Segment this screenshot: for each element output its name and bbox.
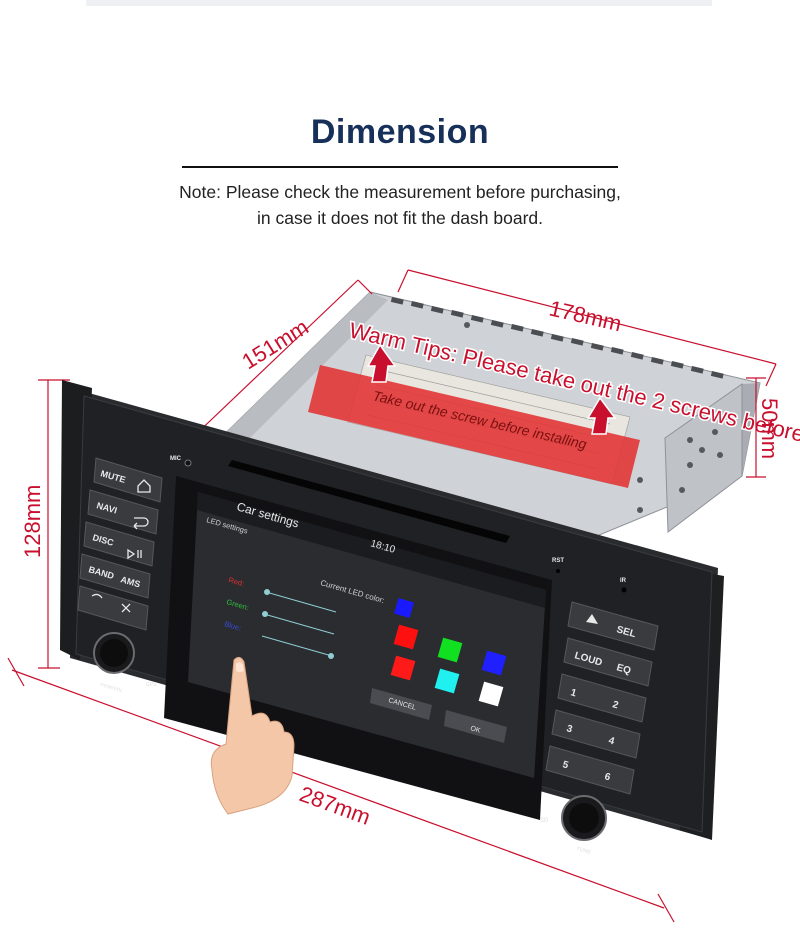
pow-label: POW/VOL xyxy=(99,682,123,694)
preset-3-label: 3 xyxy=(565,723,574,735)
ok-button[interactable] xyxy=(444,710,507,743)
ok-label: OK xyxy=(469,725,481,735)
tip-ribbon xyxy=(308,365,640,488)
dimension-depth: 178mm xyxy=(547,296,624,337)
top-bar xyxy=(86,0,712,6)
ir-label: IR xyxy=(620,578,627,584)
eq-label: EQ xyxy=(615,662,632,677)
preset-3-4-button[interactable] xyxy=(551,709,641,759)
back-icon xyxy=(133,517,149,530)
sd-label: SD xyxy=(540,818,549,824)
dimension-height-chassis: 50mm xyxy=(757,398,782,459)
phone-button[interactable] xyxy=(77,585,149,631)
preset-2-label: 2 xyxy=(611,699,620,711)
disc-button[interactable] xyxy=(83,521,155,567)
play-pause-icon xyxy=(127,548,142,560)
color-swatch-5[interactable] xyxy=(434,668,460,694)
page-title: Dimension xyxy=(310,113,490,151)
color-swatch-3[interactable] xyxy=(481,650,507,676)
color-swatch-2[interactable] xyxy=(437,637,463,663)
mic-icon xyxy=(184,459,192,467)
slider-label-red: Red: xyxy=(227,575,245,588)
slider-blue[interactable] xyxy=(261,635,333,657)
current-color-swatch xyxy=(394,598,414,618)
note-line-2: in case it does not fit the dash board. xyxy=(256,208,543,228)
slider-thumb-red[interactable] xyxy=(264,589,270,595)
dimension-lines xyxy=(7,269,777,923)
slider-thumb-blue[interactable] xyxy=(328,653,334,659)
loud-eq-button[interactable] xyxy=(563,637,653,687)
tune-label: TUNE xyxy=(575,846,591,856)
note-line-1: Note: Please check the measurement befor… xyxy=(179,182,621,202)
color-swatch-1[interactable] xyxy=(393,624,419,650)
preset-5-6-button[interactable] xyxy=(545,745,635,795)
right-button-column xyxy=(545,601,659,795)
mute-button[interactable] xyxy=(93,457,163,503)
gps-label: GPS xyxy=(146,682,157,688)
rst-label: RST xyxy=(552,558,564,564)
preset-4-label: 4 xyxy=(607,735,616,747)
note-text: Note: Please check the measurement befor… xyxy=(0,179,800,231)
eject-icon xyxy=(586,614,598,624)
title-underline xyxy=(182,166,618,168)
hangup-icon xyxy=(121,603,131,613)
slider-thumb-green[interactable] xyxy=(262,611,268,617)
sel-button[interactable] xyxy=(567,601,659,651)
preset-1-label: 1 xyxy=(569,687,578,699)
ir-sensor xyxy=(621,587,627,593)
rst-hole[interactable] xyxy=(556,569,560,573)
mic-label: MIC xyxy=(170,456,182,462)
dimension-height-panel: 128mm xyxy=(20,485,45,558)
preset-6-label: 6 xyxy=(603,771,612,783)
preset-1-2-button[interactable] xyxy=(557,673,647,723)
navi-button[interactable] xyxy=(87,489,159,535)
slider-red[interactable] xyxy=(265,591,337,613)
slider-green[interactable] xyxy=(263,613,335,635)
color-swatch-6[interactable] xyxy=(478,681,504,707)
screen: Car settings LED settings 18:10 Current … xyxy=(188,492,546,778)
preset-5-label: 5 xyxy=(561,759,570,771)
product-illustration: Take out the screw before installing War… xyxy=(7,269,800,923)
cancel-button[interactable] xyxy=(370,688,432,720)
color-swatch-4[interactable] xyxy=(390,655,416,681)
arrow-icon xyxy=(366,343,617,435)
left-button-column xyxy=(77,457,163,631)
phone-icon xyxy=(91,593,103,599)
finger-icon xyxy=(210,656,295,815)
band-button[interactable] xyxy=(79,553,151,599)
sel-label: SEL xyxy=(615,624,637,640)
home-icon xyxy=(137,479,151,493)
